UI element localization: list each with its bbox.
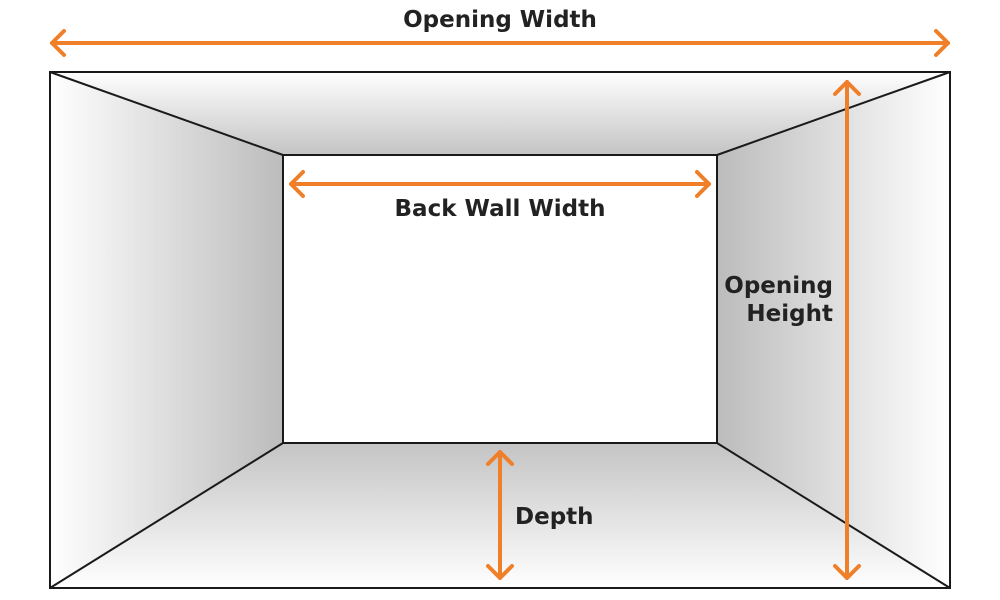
back-wall-outline: [282, 154, 718, 444]
back-wall-width-arrow: [289, 170, 711, 198]
edge-top-right: [716, 71, 951, 156]
opening-width-arrow: [50, 29, 950, 57]
opening-height-label-line2: Height: [746, 301, 833, 327]
back-wall: [283, 155, 717, 443]
depth-bottom-head: [486, 564, 514, 580]
opening-width-right-head: [934, 29, 950, 57]
depth-top-head: [486, 450, 514, 466]
back-wall-width-label: Back Wall Width: [395, 196, 606, 222]
edge-bottom-left: [49, 442, 284, 589]
depth-arrow: [486, 450, 514, 580]
opening-height-arrow: [833, 80, 861, 580]
opening-width-left-head: [50, 29, 66, 57]
opening-height-top-head: [833, 80, 861, 96]
opening-height-bottom-head: [833, 564, 861, 580]
ceiling-surface: [50, 72, 950, 155]
depth-label: Depth: [515, 504, 594, 530]
opening-width-label: Opening Width: [403, 7, 597, 33]
left-wall-surface: [50, 72, 283, 588]
right-wall-surface: [717, 72, 950, 588]
back-wall-width-left-head: [289, 170, 305, 198]
edge-top-left: [49, 71, 284, 156]
opening-outline: [49, 71, 951, 589]
opening-height-label-line1: Opening: [724, 273, 833, 299]
edge-bottom-right: [716, 442, 951, 589]
back-wall-width-right-head: [695, 170, 711, 198]
